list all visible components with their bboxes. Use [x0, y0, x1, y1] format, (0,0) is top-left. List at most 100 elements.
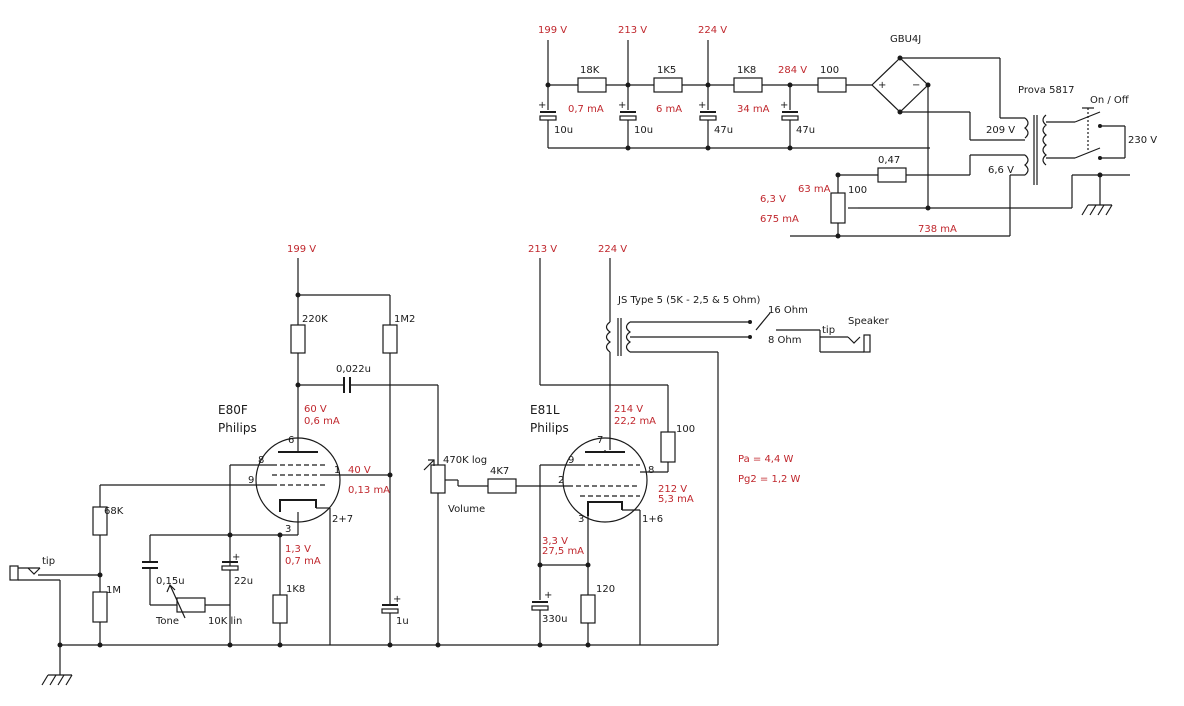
power-amp-stage: 470K log Volume 4K7 213 V 224 V 100 [423, 244, 890, 645]
ps-cap-3: 47u [714, 125, 733, 136]
ps-node-voltage-213: 213 V [618, 25, 647, 36]
tube-e80f [255, 437, 341, 523]
resistor-120 [580, 594, 596, 624]
resistor-047 [877, 167, 907, 183]
resistor-220k [290, 324, 306, 354]
output-transformer-label: JS Type 5 (5K - 2,5 & 5 Ohm) [617, 295, 761, 306]
ground-bus [41, 605, 718, 686]
e81l-brand: Philips [530, 421, 569, 435]
rectifier-label: GBU4J [890, 34, 921, 45]
pa-supply-anode: 224 V [598, 244, 627, 255]
filter-capacitors: ++++ [538, 100, 799, 148]
tap-16-label: 16 Ohm [768, 305, 808, 316]
e81l-pin-3: 3 [578, 514, 584, 525]
ps-node-voltage-199: 199 V [538, 25, 567, 36]
resistor-1m-label: 1M [106, 585, 121, 596]
e80f-pin-3: 3 [285, 524, 291, 535]
ps-current-3: 34 mA [737, 104, 770, 115]
e80f-anode-current: 0,6 mA [304, 416, 340, 427]
volume-pot-label: 470K log [443, 455, 487, 466]
resistor-100-ps [817, 77, 847, 93]
svg-text:+: + [393, 594, 401, 605]
input-tip-label: tip [42, 556, 55, 567]
ps-node-voltage-224: 224 V [698, 25, 727, 36]
resistor-1k5 [653, 77, 683, 93]
power-supply: ++++ + − GBU4J [538, 25, 1157, 239]
ps-resistor-1k8-label: 1K8 [737, 65, 756, 76]
e80f-type: E80F [218, 403, 248, 417]
e80f-brand: Philips [218, 421, 257, 435]
svg-text:+: + [878, 80, 886, 91]
tone-label: Tone [155, 616, 179, 627]
hum-pot [830, 192, 846, 224]
resistor-1k8 [733, 77, 763, 93]
resistor-220k-label: 220K [302, 314, 328, 325]
plate-dissipation: Pa = 4,4 W [738, 454, 794, 465]
e80f-pin-6: 6 [288, 435, 294, 446]
resistor-18k [577, 77, 607, 93]
ps-current-1: 0,7 mA [568, 104, 604, 115]
tone-cap-label: 0,15u [156, 576, 185, 587]
ps-current-2: 6 mA [656, 104, 682, 115]
e80f-pin-27: 2+7 [332, 514, 353, 525]
e81l-anode-current: 22,2 mA [614, 416, 656, 427]
input-jack [9, 565, 61, 645]
tube-e81l [562, 437, 648, 523]
resistor-68k-label: 68K [104, 506, 124, 517]
ps-resistor-1k5-label: 1K5 [657, 65, 676, 76]
resistor-1k8-cathode [272, 594, 288, 624]
e81l-cathode-voltage: 3,3 V [542, 536, 568, 547]
cathode-cap-label: 22u [234, 576, 253, 587]
ps-resistor-18k-label: 18K [580, 65, 600, 76]
preamp-supply: 199 V [287, 244, 316, 255]
resistor-4k7 [487, 478, 517, 494]
e81l-pin-16: 1+6 [642, 514, 663, 525]
svg-text:+: + [698, 100, 706, 111]
heater-total: 675 mA [760, 214, 799, 225]
tone-pot-label: 10K lin [208, 616, 242, 627]
e80f-screen-voltage: 40 V [348, 465, 371, 476]
volume-pot [430, 464, 446, 494]
power-transformer [969, 58, 1075, 236]
preamp-stage: 199 V 220K 1M2 0,022u E80F Philips 6 [9, 244, 438, 645]
e80f-pin-8: 8 [258, 455, 264, 466]
resistor-100-screen [660, 431, 676, 463]
screen-dissipation: Pg2 = 1,2 W [738, 474, 801, 485]
svg-text:+: + [780, 100, 788, 111]
e81l-pin-8: 8 [648, 465, 654, 476]
heater-resistor-label: 0,47 [878, 155, 900, 166]
ps-node-voltage-284: 284 V [778, 65, 807, 76]
speaker-tip-label: tip [822, 325, 835, 336]
mains-label: 230 V [1128, 135, 1157, 146]
ps-cap-4: 47u [796, 125, 815, 136]
secondary-hv-label: 209 V [986, 125, 1015, 136]
ps-cap-1: 10u [554, 125, 573, 136]
e80f-cathode-current: 0,7 mA [285, 556, 321, 567]
coupling-cap-label: 0,022u [336, 364, 371, 375]
resistor-1m [92, 591, 108, 623]
ps-resistor-100-label: 100 [820, 65, 839, 76]
hum-pot-label: 100 [848, 185, 867, 196]
secondary-lv-label: 6,6 V [988, 165, 1014, 176]
screen-cap-label: 1u [396, 616, 409, 627]
pa-supply-screen: 213 V [528, 244, 557, 255]
transformer-label: Prova 5817 [1018, 85, 1075, 96]
resistor-1m2 [382, 324, 398, 354]
grid-stopper-label: 4K7 [490, 466, 509, 477]
volume-label: Volume [448, 504, 485, 515]
e80f-anode-voltage: 60 V [304, 404, 327, 415]
resistor-1m2-label: 1M2 [394, 314, 415, 325]
cathode-resistor-label: 1K8 [286, 584, 305, 595]
e81l-anode-voltage: 214 V [614, 404, 643, 415]
e80f-screen-current: 0,13 mA [348, 485, 390, 496]
e81l-pin-2: 2 [558, 475, 564, 486]
speaker-label: Speaker [848, 316, 890, 327]
ps-cap-2: 10u [634, 125, 653, 136]
e81l-screen-current: 5,3 mA [658, 494, 694, 505]
tap-8-label: 8 Ohm [768, 335, 802, 346]
e80f-pin-9: 9 [248, 475, 254, 486]
bridge-rectifier: + − [871, 55, 1000, 210]
pa-cathode-cap-label: 330u [542, 614, 567, 625]
speaker-jack [820, 334, 871, 353]
